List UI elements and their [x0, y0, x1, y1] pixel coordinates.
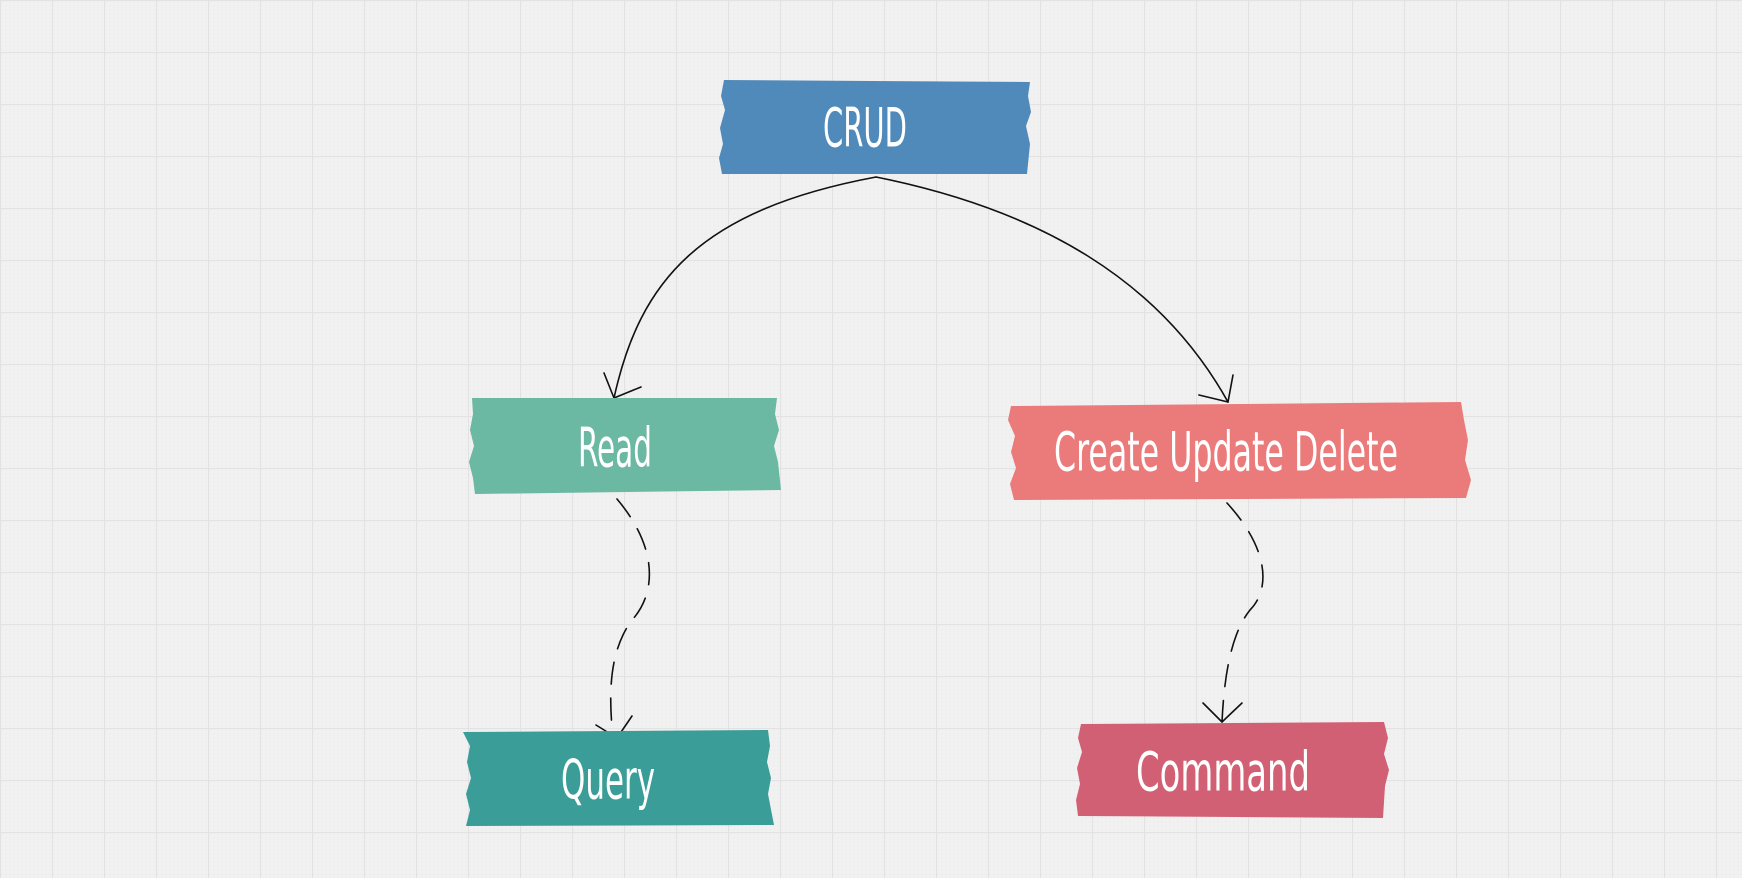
node-read-tape [469, 398, 781, 494]
node-command-label: Command [1136, 741, 1310, 804]
node-query-label: Query [561, 749, 655, 812]
node-query[interactable]: Query [463, 730, 774, 826]
node-crud-tape [719, 80, 1031, 174]
node-command[interactable]: Command [1076, 722, 1389, 818]
arrowhead-read [603, 372, 642, 399]
node-cud-label: Create Update Delete [1054, 421, 1398, 484]
node-command-tape [1076, 722, 1389, 818]
arrowhead-cud [1198, 374, 1234, 403]
edge-read-to-query [609, 498, 651, 739]
node-read-label: Read [578, 417, 652, 480]
edge-cud-to-command [1221, 502, 1264, 723]
edge-crud-to-read [613, 176, 877, 399]
node-crud-label: CRUD [823, 97, 907, 160]
node-read[interactable]: Read [469, 398, 781, 494]
node-crud[interactable]: CRUD [719, 80, 1031, 174]
node-cud[interactable]: Create Update Delete [1008, 402, 1471, 500]
edge-crud-to-cud [875, 176, 1229, 403]
arrowhead-command [1202, 702, 1243, 723]
node-cud-tape [1008, 402, 1471, 500]
node-query-tape [463, 730, 774, 826]
edges [595, 176, 1264, 739]
